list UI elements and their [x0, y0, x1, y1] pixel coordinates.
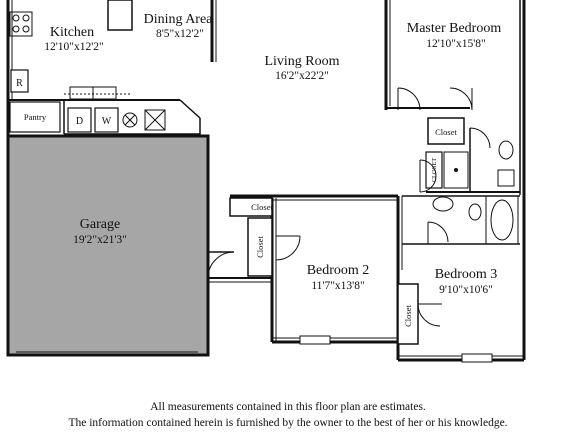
stove-icon: [9, 11, 33, 37]
garage-dim: 19'2"x21'3": [73, 234, 127, 246]
dryer-label: D: [76, 116, 83, 127]
refrigerator: R: [10, 69, 29, 93]
garage-door-swing: [207, 251, 235, 279]
washer: W: [94, 107, 119, 133]
master-walls: [384, 0, 526, 360]
sink-icon: [69, 86, 117, 100]
master-door-swing: [397, 87, 473, 111]
hall-closet-side: Closet: [247, 217, 273, 277]
master-bath: [419, 127, 520, 193]
bedroom2-dim: 11'7"x13'8": [311, 280, 364, 292]
hall-closet-top: Closet: [229, 197, 273, 217]
bedroom3-name: Bedroom 3: [435, 267, 498, 282]
living-dim: 16'2"x22'2": [275, 70, 329, 82]
disclaimer-line-1: All measurements contained in this floor…: [150, 401, 426, 413]
dining-walls: [107, 0, 217, 62]
linen-closet: CLOSET: [425, 151, 443, 189]
pantry: Pantry: [9, 101, 61, 133]
kitchen-walls: [6, 0, 201, 136]
master-name: Master Bedroom: [407, 21, 502, 36]
bedroom3-dim: 9'10"x10'6": [439, 284, 493, 296]
washer-label: W: [102, 116, 112, 127]
living-name: Living Room: [264, 54, 339, 69]
pantry-label: Pantry: [24, 112, 47, 122]
garage-area: [6, 134, 210, 357]
kitchen-dim: 12'10"x12'2": [44, 41, 104, 53]
utility-icons: [122, 109, 166, 131]
master-closet-label: Closet: [435, 127, 457, 137]
bedroom3-closet-label: Closet: [403, 305, 413, 327]
dining-name: Dining Area: [144, 12, 214, 27]
bedroom2-door-swing: [275, 235, 301, 261]
kitchen-name: Kitchen: [50, 25, 94, 40]
garage-name: Garage: [80, 217, 120, 232]
hall-closet-top-label: Closet: [251, 202, 273, 212]
refrigerator-label: R: [16, 78, 23, 89]
bedroom3-closet: Closet: [397, 283, 419, 345]
master-closet: Closet: [427, 117, 465, 145]
disclaimer-line-2: The information contained herein is furn…: [68, 417, 508, 429]
dining-dim: 8'5"x12'2": [156, 28, 204, 40]
dryer: D: [67, 107, 92, 133]
bedroom3-door-swing: [417, 303, 442, 327]
master-dim: 12'10"x15'8": [426, 38, 486, 50]
bedroom2-walls: [208, 194, 403, 345]
hall-bath: [402, 195, 520, 245]
hall-closet-side-label: Closet: [255, 236, 265, 258]
bedroom2-name: Bedroom 2: [307, 263, 370, 278]
garage-floor: [6, 134, 210, 357]
